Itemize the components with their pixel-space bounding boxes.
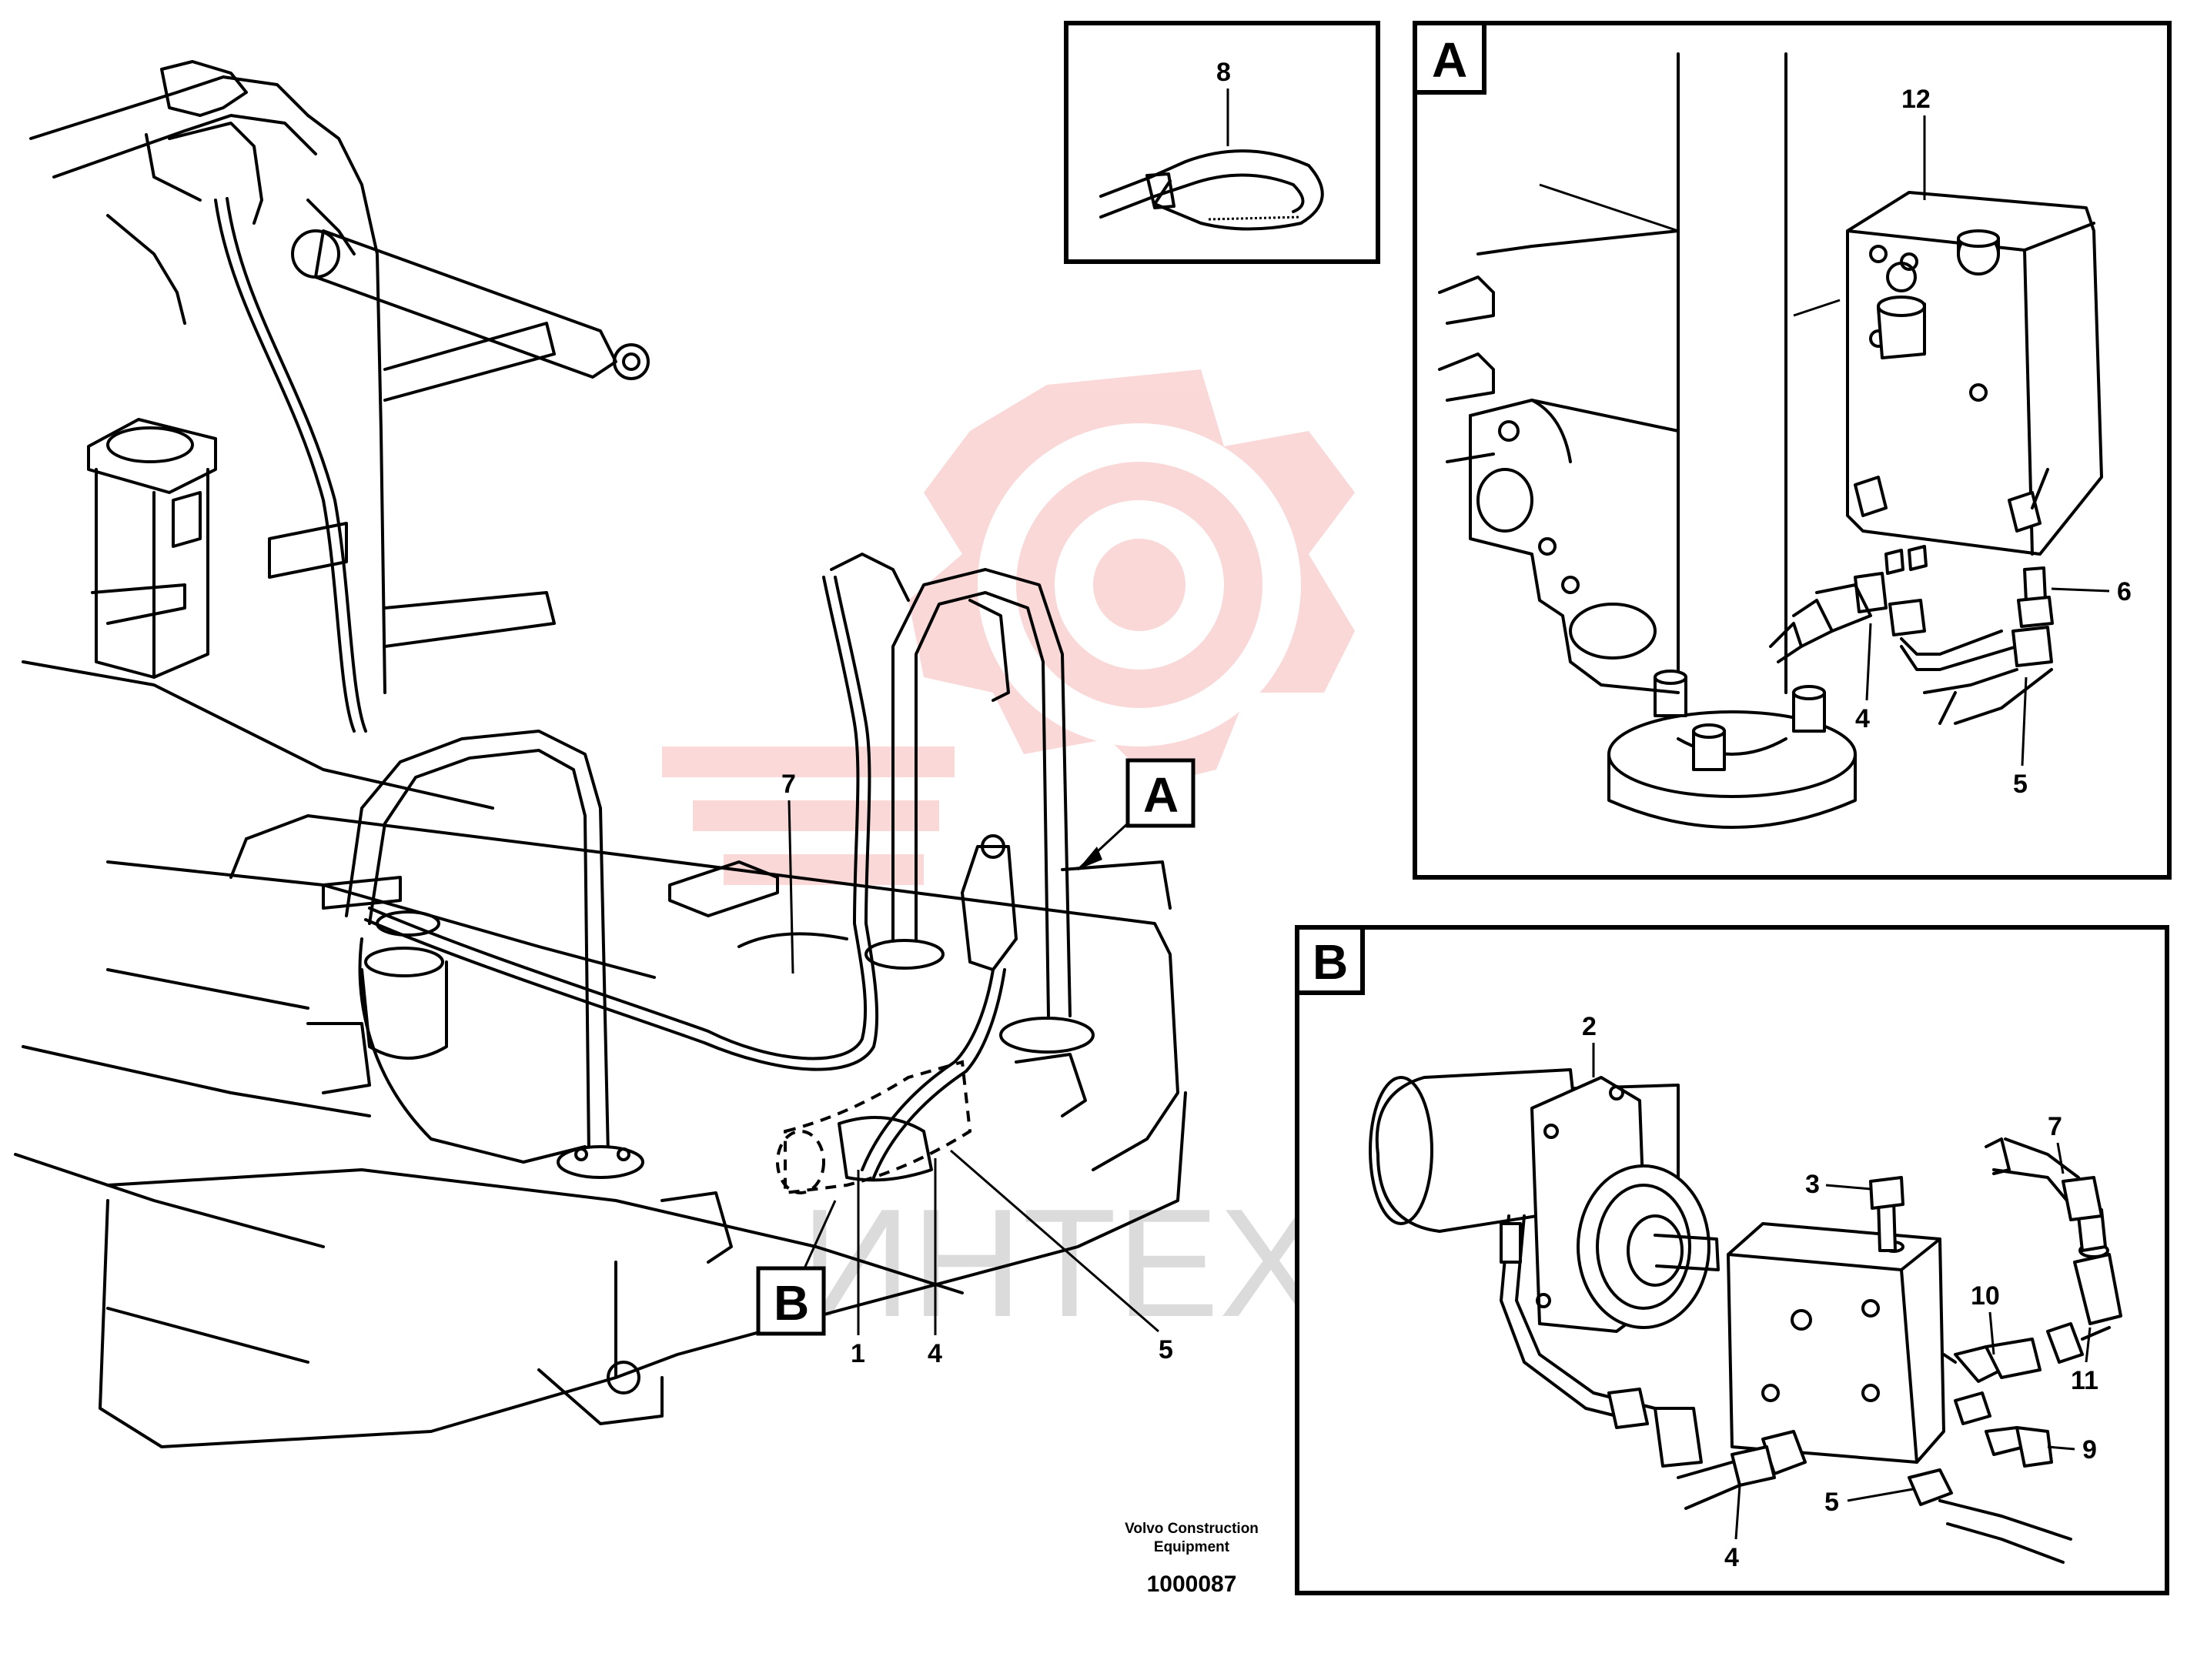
label-b-3: 3 (1805, 1170, 1820, 1199)
manufacturer-line1: Volvo Construction (1125, 1521, 1259, 1537)
inset-cable-tie: 8 (1064, 21, 1380, 264)
svg-text:A: A (1143, 767, 1179, 823)
footer: Volvo Construction Equipment 1000087 (1125, 1521, 1259, 1597)
label-7: 7 (781, 770, 796, 799)
label-b-10: 10 (1971, 1281, 2000, 1311)
label-b-9: 9 (2082, 1435, 2097, 1465)
base-bolts (1654, 670, 1826, 771)
document-number: 1000087 (1147, 1571, 1237, 1597)
detail-b-letter: B (1313, 934, 1348, 990)
main-part-labels: 7 1 4 5 (781, 770, 1173, 1368)
detail-b: B (1295, 925, 2169, 1595)
manufacturer-line2: Equipment (1154, 1539, 1230, 1555)
label-b-11: 11 (2071, 1366, 2098, 1395)
label-b-2: 2 (1582, 1012, 1597, 1041)
detail-a: A (1413, 21, 2172, 880)
main-callout-a: A (1076, 758, 1195, 871)
label-b-4: 4 (1724, 1543, 1739, 1572)
main-callout-b: B (756, 1200, 837, 1336)
detail-a-letter: A (1432, 32, 1467, 88)
svg-text:B: B (774, 1275, 809, 1331)
main-illustration (14, 60, 1187, 1448)
label-8: 8 (1216, 58, 1231, 87)
label-a-4: 4 (1855, 704, 1870, 733)
label-a-6: 6 (2117, 577, 2132, 606)
watermark-text: ИНТЕХ (801, 1177, 1322, 1349)
label-b-7: 7 (2048, 1112, 2062, 1141)
label-b-5: 5 (1824, 1488, 1839, 1517)
label-1: 1 (851, 1339, 865, 1368)
label-4: 4 (928, 1339, 942, 1368)
label-a-12: 12 (1901, 85, 1931, 114)
watermark-logo (662, 369, 1355, 885)
label-a-5: 5 (2013, 770, 2028, 799)
label-5: 5 (1159, 1335, 1173, 1364)
